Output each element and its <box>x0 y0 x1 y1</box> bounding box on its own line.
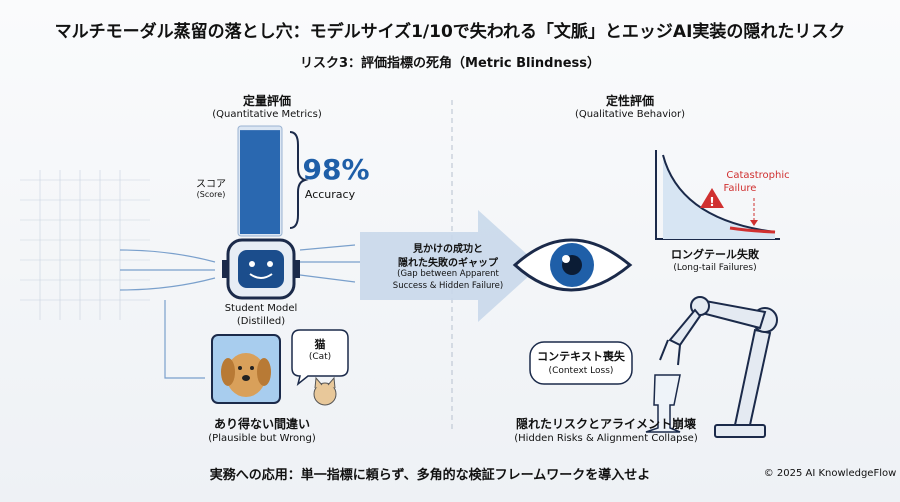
bubble-text: 猫 <box>314 338 326 351</box>
robot-icon <box>222 238 300 300</box>
gap-en1: (Gap between Apparent <box>397 269 499 279</box>
accuracy-value: 98% <box>302 153 370 186</box>
right-heading-en: (Qualitative Behavior) <box>574 109 686 120</box>
long-tail-chart: ! <box>655 150 780 240</box>
warning-text2: Failure <box>723 183 757 194</box>
data-flow-arrows <box>119 244 360 379</box>
bubble-text-en: (Cat) <box>308 352 332 362</box>
chart-caption-en: (Long-tail Failures) <box>673 263 757 273</box>
score-label: スコア <box>196 179 226 190</box>
gap-arrow <box>360 210 540 322</box>
brace-icon <box>289 131 309 229</box>
gap-en2: Success & Hidden Failure) <box>392 281 504 291</box>
warning-icon <box>700 188 724 208</box>
left-heading: 定量評価 <box>242 94 292 108</box>
eye-icon <box>512 238 633 292</box>
left-caption: あり得ない間違い <box>213 417 311 431</box>
robot-arm-icon <box>659 296 778 438</box>
model-label: Student Model <box>224 303 298 314</box>
cat-icon <box>313 376 337 406</box>
broken-glass-icon <box>645 374 681 433</box>
right-caption-en: (Hidden Risks & Alignment Collapse) <box>514 433 698 444</box>
score-label-en: (Score) <box>196 190 226 199</box>
gap-line1: 見かけの成功と <box>413 244 483 255</box>
page-subtitle: リスク3：評価指標の死角（Metric Blindness） <box>299 56 601 71</box>
context-loss-en: (Context Loss) <box>548 366 614 376</box>
context-loss-bubble <box>529 341 633 385</box>
left-caption-en: (Plausible but Wrong) <box>208 433 316 444</box>
score-bar-fill <box>240 130 280 234</box>
left-heading-en: (Quantitative Metrics) <box>212 109 322 120</box>
chart-caption: ロングテール失敗 <box>671 248 759 261</box>
right-heading: 定性評価 <box>605 94 655 108</box>
dog-image <box>211 334 281 404</box>
warning-text: Catastrophic <box>726 170 790 181</box>
copyright: © 2025 AI KnowledgeFlow <box>763 468 897 479</box>
accuracy-label: Accuracy <box>304 188 356 201</box>
speech-bubble <box>291 329 349 386</box>
grid-decoration <box>20 170 150 320</box>
model-label-en: (Distilled) <box>236 316 286 327</box>
svg-text:!: ! <box>709 195 714 209</box>
page-title: マルチモーダル蒸留の落とし穴：モデルサイズ1/10で失われる「文脈」とエッジAI… <box>54 22 846 42</box>
context-loss-text: コンテキスト喪失 <box>537 350 625 363</box>
footer-text: 実務への応用：単一指標に頼らず、多角的な検証フレームワークを導入せよ <box>209 468 651 483</box>
gap-line2: 隠れた失敗のギャップ <box>398 258 498 269</box>
right-caption: 隠れたリスクとアライメント崩壊 <box>515 417 697 431</box>
tail-curve <box>662 154 776 233</box>
